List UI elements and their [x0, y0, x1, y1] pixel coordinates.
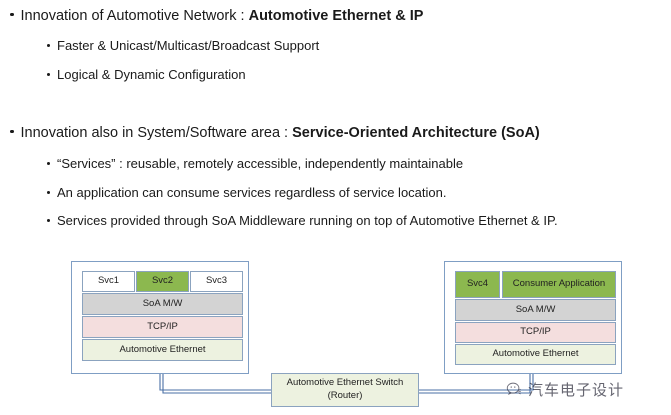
switch-label-line2: (Router)	[327, 390, 363, 401]
layer-tcpip-right: TCP/IP	[455, 322, 616, 343]
bullet-level2-3: “Services” : reusable, remotely accessib…	[47, 157, 463, 170]
bullet-text: “Services” : reusable, remotely accessib…	[57, 156, 464, 171]
bullet-dot-icon	[47, 72, 50, 76]
service-box-consumer-application: Consumer Application	[502, 271, 616, 298]
bullet-dot-icon	[10, 129, 14, 134]
service-box-svc2: Svc2	[136, 271, 189, 292]
watermark: 汽车电子设计	[506, 379, 624, 400]
layer-automotive-ethernet-right: Automotive Ethernet	[455, 344, 616, 365]
bullet-text: An application can consume services rega…	[57, 185, 447, 200]
bullet-text-bold: Automotive Ethernet & IP	[248, 8, 424, 24]
layer-soa-middleware-right: SoA M/W	[455, 299, 616, 321]
bullet-dot-icon	[10, 12, 14, 17]
node-left-ecu: Svc1 Svc2 Svc3 SoA M/W TCP/IP Automotive…	[71, 261, 249, 374]
wechat-icon	[506, 381, 523, 398]
layer-tcpip-left: TCP/IP	[82, 316, 243, 338]
bullet-text: Faster & Unicast/Multicast/Broadcast Sup…	[57, 38, 320, 53]
service-box-svc3: Svc3	[190, 271, 243, 292]
bullet-level2-2: Logical & Dynamic Configuration	[47, 68, 246, 81]
layer-soa-middleware-left: SoA M/W	[82, 293, 243, 315]
layer-automotive-ethernet-left: Automotive Ethernet	[82, 339, 243, 361]
bullet-dot-icon	[47, 218, 50, 222]
bullet-text-bold: Service-Oriented Architecture (SoA)	[292, 125, 540, 141]
bullet-level2-5: Services provided through SoA Middleware…	[47, 214, 558, 227]
bullet-level1-1: Innovation of Automotive Network : Autom…	[10, 9, 423, 24]
bullet-text: Services provided through SoA Middleware…	[57, 213, 558, 228]
bullet-dot-icon	[47, 161, 50, 165]
watermark-text: 汽车电子设计	[528, 381, 625, 399]
bullet-text: Logical & Dynamic Configuration	[57, 67, 246, 82]
bullet-level2-1: Faster & Unicast/Multicast/Broadcast Sup…	[47, 39, 319, 52]
node-right-ecu: Svc4 Consumer Application SoA M/W TCP/IP…	[444, 261, 622, 374]
bullet-text: Innovation of Automotive Network :	[20, 8, 249, 24]
switch-label-line1: Automotive Ethernet Switch	[286, 377, 404, 389]
bullet-level1-2: Innovation also in System/Software area …	[10, 126, 540, 141]
bullet-dot-icon	[47, 190, 50, 194]
bullet-level2-4: An application can consume services rega…	[47, 186, 446, 199]
service-box-svc4: Svc4	[455, 271, 500, 298]
bullet-dot-icon	[47, 43, 50, 47]
service-box-svc1: Svc1	[82, 271, 135, 292]
automotive-ethernet-switch-box: Automotive Ethernet Switch (Router)	[271, 373, 419, 407]
bullet-text: Innovation also in System/Software area …	[20, 125, 293, 141]
